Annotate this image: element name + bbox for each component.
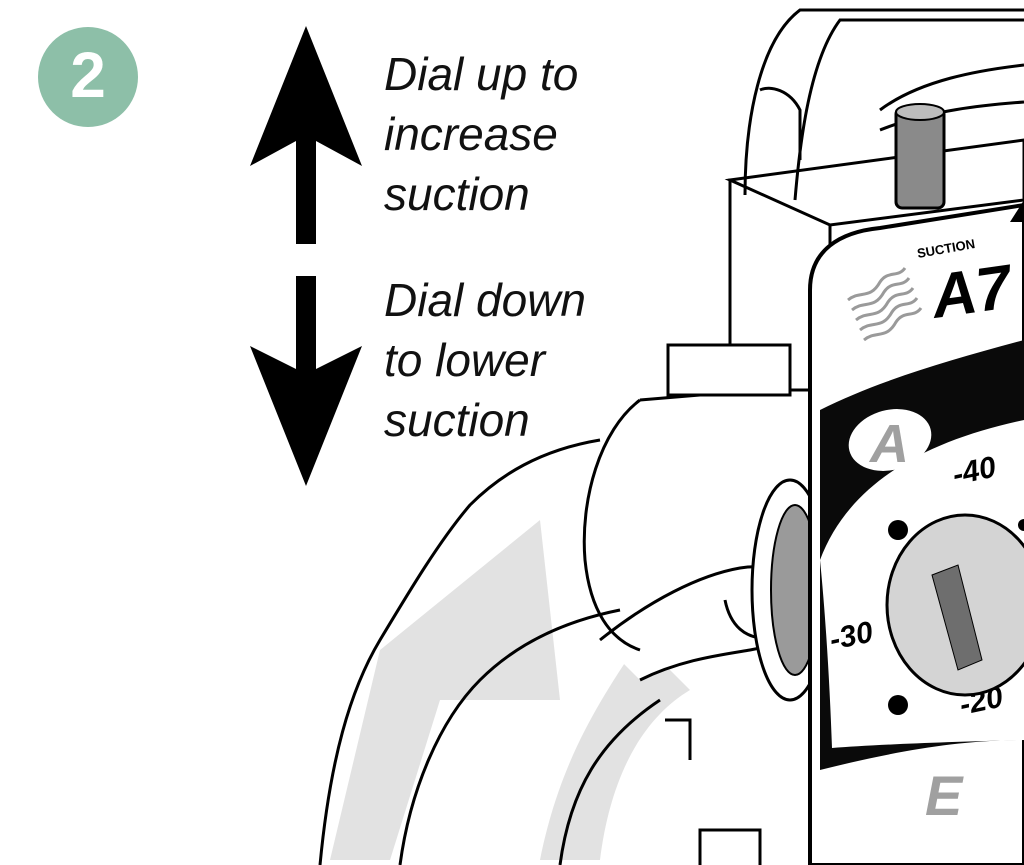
dial-housing <box>582 398 641 652</box>
dial-pointer <box>931 564 983 671</box>
device-handle <box>743 8 1024 196</box>
hand-outline <box>318 438 601 865</box>
hand-shading <box>330 520 560 860</box>
step-number: 2 <box>70 39 106 111</box>
mode-e-label: E <box>925 764 964 827</box>
mode-a-label: A <box>868 414 909 474</box>
arrow-up-icon <box>250 26 362 244</box>
wave-logo-icon <box>847 267 923 342</box>
suction-port <box>894 106 946 210</box>
arrow-down-icon <box>250 276 362 486</box>
brand-mark: A7 <box>925 252 1018 332</box>
step-badge: 2 <box>38 27 138 127</box>
dial-up-instruction: Dial up to increase suction <box>384 48 579 220</box>
dial-down-instruction: Dial down to lower suction <box>384 274 586 446</box>
